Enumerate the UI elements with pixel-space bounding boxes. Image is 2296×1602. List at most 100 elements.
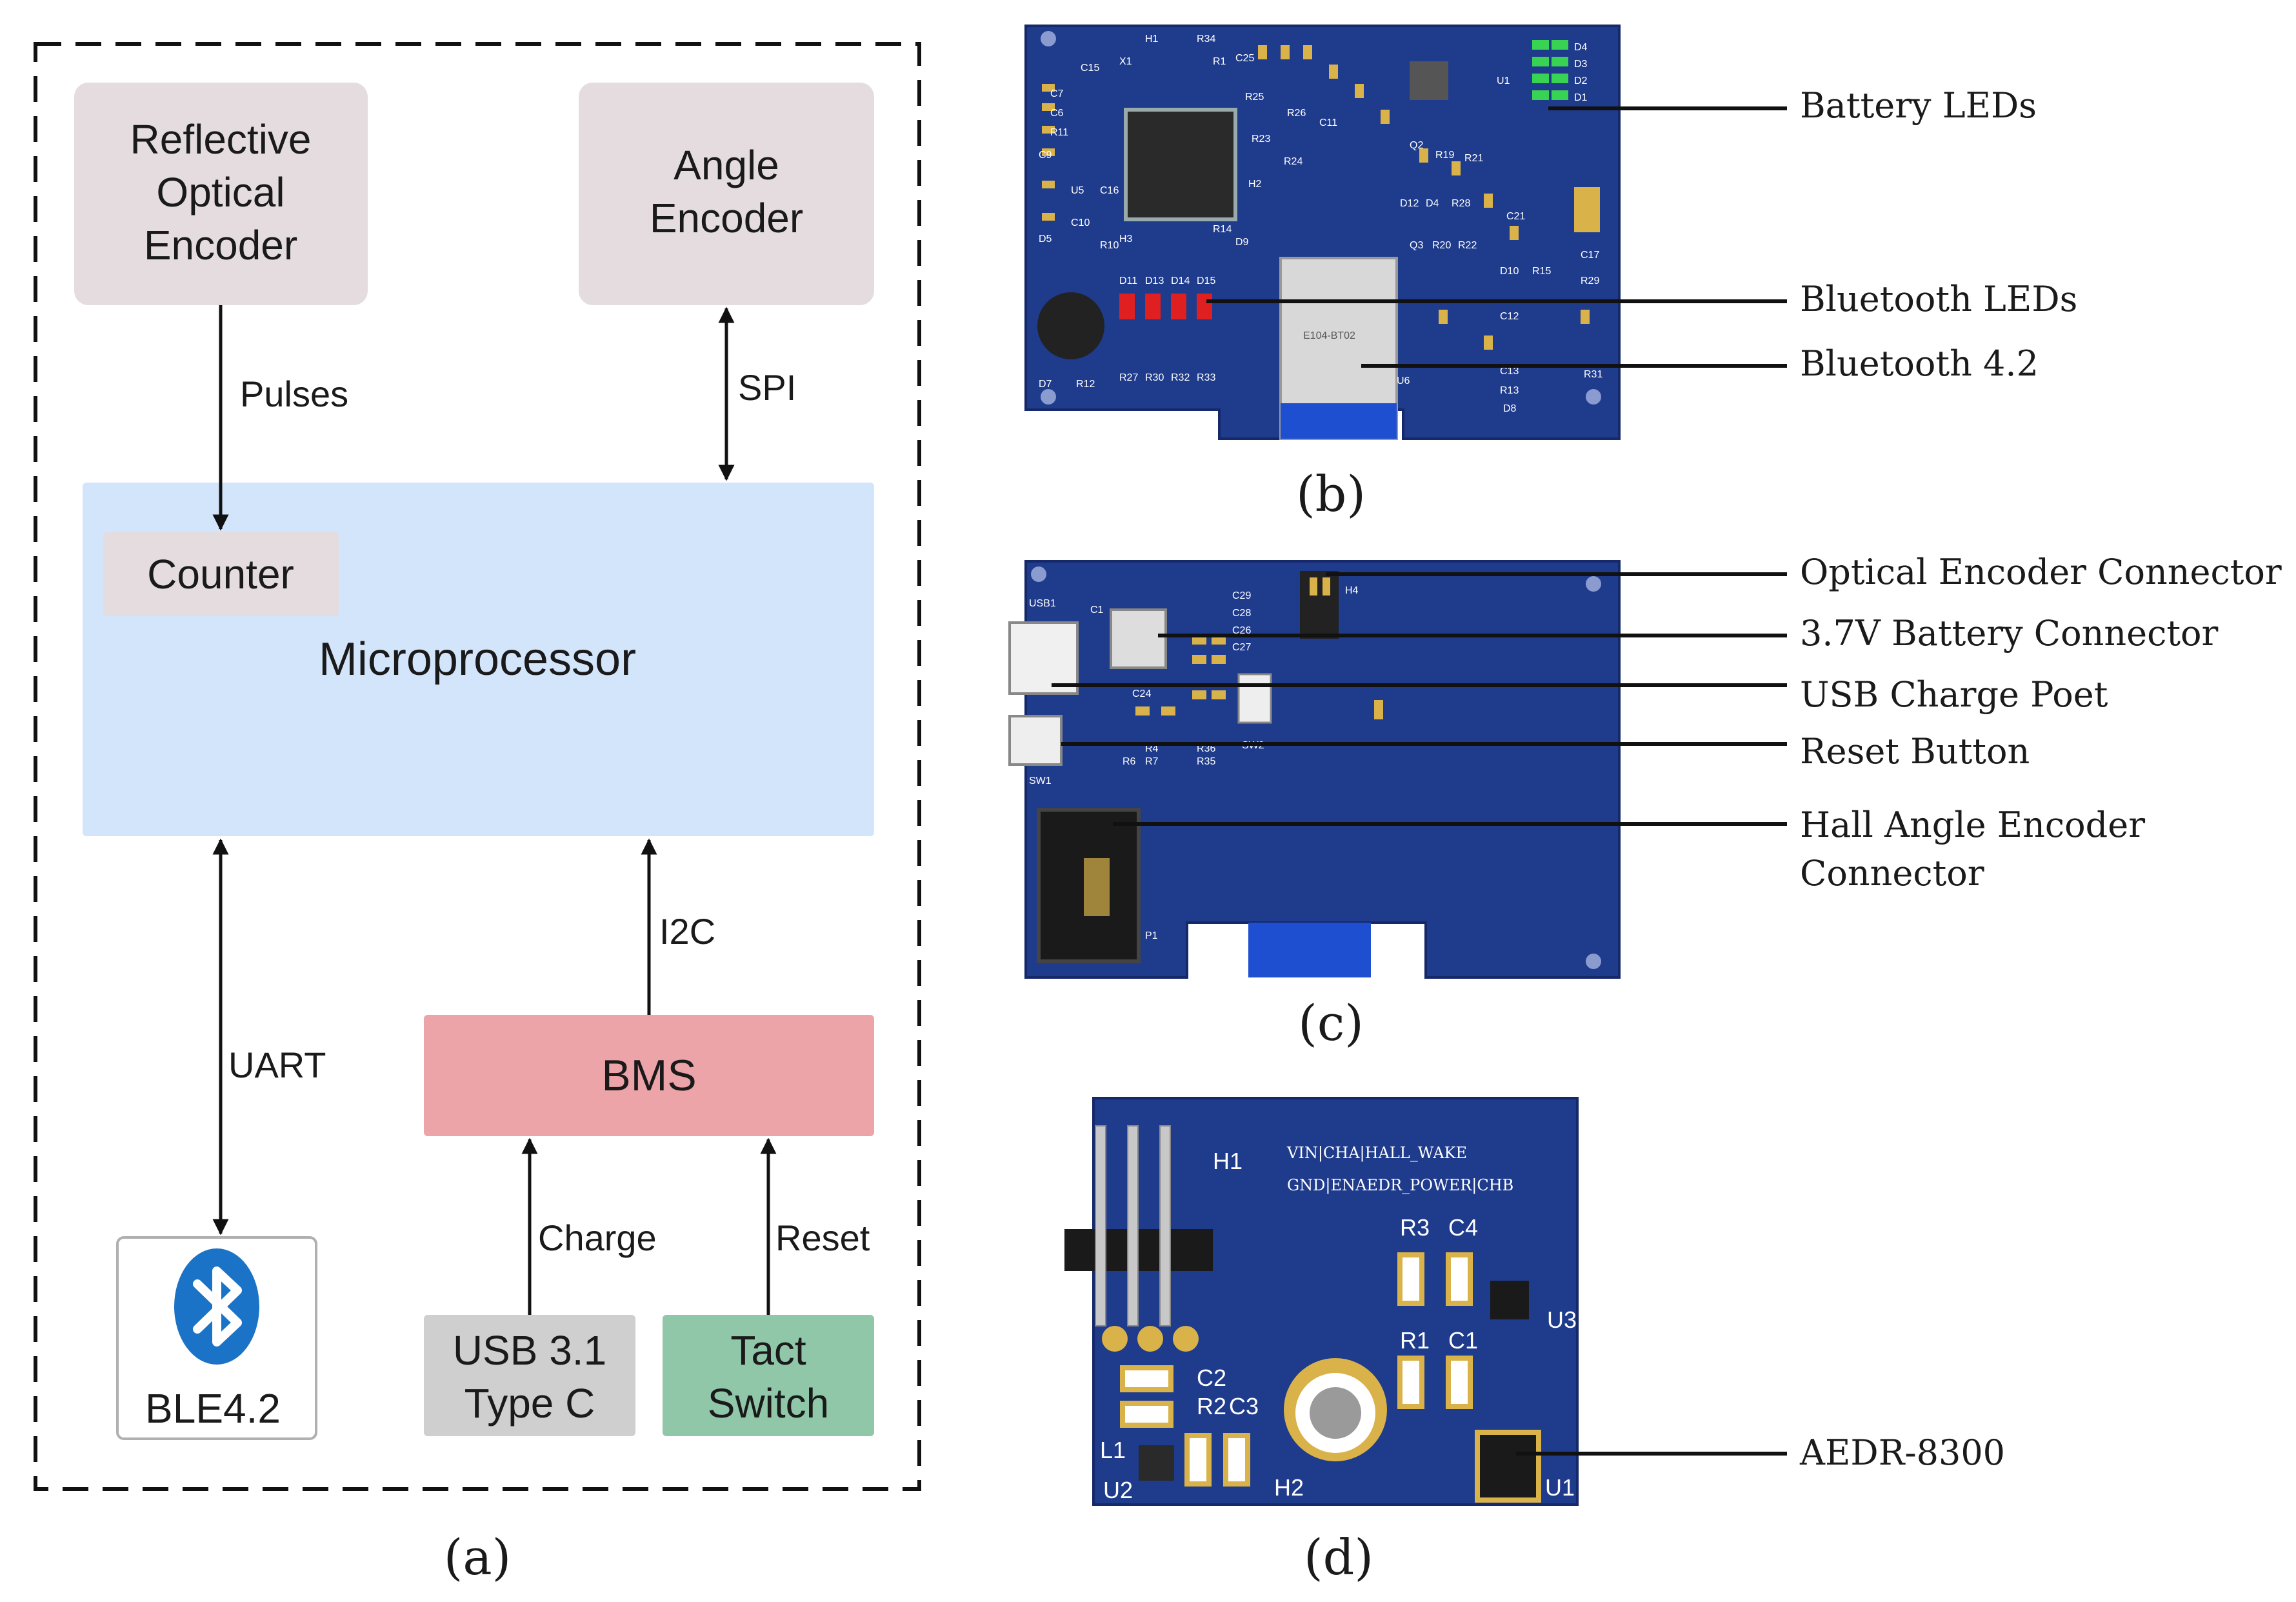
caption-a: (a) bbox=[444, 1528, 512, 1586]
silk-b-35: R28 bbox=[1452, 198, 1470, 209]
label-reset-button: Reset Button bbox=[1800, 731, 2030, 772]
silk-c-7: C24 bbox=[1132, 688, 1151, 699]
silk-b-44: C12 bbox=[1500, 311, 1519, 322]
silk-b-30: Q2 bbox=[1410, 140, 1423, 151]
pcb-c-antenna bbox=[1248, 923, 1371, 977]
silk-d-13: H2 bbox=[1274, 1474, 1304, 1501]
silk-b-52: D1 bbox=[1574, 92, 1588, 103]
silk-b-21: R32 bbox=[1171, 372, 1190, 383]
tact-switch-label-2: Switch bbox=[708, 1380, 830, 1427]
silk-b-57: H3 bbox=[1119, 234, 1133, 245]
pcb-c-optical-encoder-connector bbox=[1300, 571, 1339, 639]
microprocessor-block: Counter Microprocessor bbox=[83, 483, 874, 836]
silk-b-18: D15 bbox=[1197, 275, 1215, 286]
panel-b-leaders bbox=[1206, 106, 1787, 368]
caption-c: (c) bbox=[1298, 994, 1364, 1052]
tact-switch-block: Tact Switch bbox=[663, 1315, 874, 1436]
counter-label: Counter bbox=[147, 551, 294, 597]
silk-b-17: D14 bbox=[1171, 275, 1190, 286]
silk-d-1: VIN|CHA|HALL_WAKE bbox=[1286, 1144, 1467, 1163]
silk-b-29: H2 bbox=[1248, 179, 1262, 190]
pcb-d-aedr-chip bbox=[1475, 1430, 1541, 1503]
angle-encoder-label-1: Angle bbox=[674, 142, 779, 188]
pcb-d-components bbox=[1120, 1252, 1473, 1487]
silk-b-8: U5 bbox=[1071, 185, 1084, 196]
silk-b-20: R30 bbox=[1145, 372, 1164, 383]
silk-d-12: U2 bbox=[1103, 1477, 1133, 1503]
silk-b-39: C21 bbox=[1506, 211, 1525, 222]
pcb-b-silkscreen: H1 R34 C15 X1 C7 C6 R11 C9 U5 C16 C10 D5… bbox=[1039, 34, 1602, 414]
silk-c-4: C26 bbox=[1232, 625, 1251, 636]
silk-b-19: R27 bbox=[1119, 372, 1138, 383]
silk-d-5: U3 bbox=[1547, 1307, 1577, 1333]
silk-b-42: C17 bbox=[1581, 250, 1599, 261]
silk-d-6: R1 bbox=[1400, 1327, 1430, 1354]
angle-encoder-box bbox=[579, 83, 874, 305]
label-aedr-8300: AEDR-8300 bbox=[1799, 1432, 2005, 1473]
silk-b-26: R24 bbox=[1284, 156, 1303, 167]
silk-b-11: D5 bbox=[1039, 234, 1052, 245]
tact-switch-label-1: Tact bbox=[730, 1327, 806, 1374]
panel-b-pcb-top: H1 R34 C15 X1 C7 C6 R11 C9 U5 C16 C10 D5… bbox=[1024, 25, 2077, 523]
label-optical-encoder-connector: Optical Encoder Connector bbox=[1800, 552, 2282, 592]
silk-b-16: D13 bbox=[1145, 275, 1164, 286]
silk-b-22: R33 bbox=[1197, 372, 1215, 383]
silk-b-41: R15 bbox=[1532, 266, 1551, 277]
label-usb-charge-port: USB Charge Poet bbox=[1800, 674, 2108, 715]
bluetooth-icon bbox=[174, 1248, 259, 1365]
silk-c-10: R6 bbox=[1123, 756, 1136, 767]
silk-d-9: R2 bbox=[1197, 1393, 1226, 1419]
label-hall-connector: Connector bbox=[1800, 853, 1984, 894]
silk-b-49: D4 bbox=[1574, 42, 1588, 53]
silk-b-13: D7 bbox=[1039, 379, 1052, 390]
pcb-d-u2-chip bbox=[1139, 1445, 1174, 1481]
silk-b-40: D10 bbox=[1500, 266, 1519, 277]
silk-b-15: D11 bbox=[1119, 275, 1137, 286]
silk-b-32: R21 bbox=[1464, 153, 1483, 164]
pcb-c-switch-2 bbox=[1237, 673, 1272, 724]
spi-label: SPI bbox=[738, 367, 796, 408]
silk-c-6: H4 bbox=[1345, 585, 1359, 596]
silk-b-59: E104-BT02 bbox=[1303, 330, 1355, 341]
system-boundary bbox=[34, 42, 921, 1491]
silk-b-36: Q3 bbox=[1410, 240, 1423, 251]
silk-b-33: D12 bbox=[1400, 198, 1419, 209]
silk-c-0: USB1 bbox=[1029, 598, 1056, 609]
silk-b-58: U6 bbox=[1397, 375, 1410, 386]
silk-b-43: R29 bbox=[1581, 275, 1599, 286]
pcb-b-pads bbox=[1042, 45, 1600, 350]
silk-b-53: U1 bbox=[1497, 75, 1510, 86]
pcb-c-usb-connector bbox=[1008, 621, 1079, 695]
connections bbox=[212, 305, 777, 1315]
tact-switch-box bbox=[663, 1315, 874, 1436]
silk-d-4: C4 bbox=[1448, 1214, 1478, 1241]
optical-encoder-label-1: Reflective bbox=[130, 116, 312, 163]
pcb-c-mount-hole-2 bbox=[1586, 576, 1601, 592]
usb-block: USB 3.1 Type C bbox=[424, 1315, 635, 1436]
label-bluetooth-leds: Bluetooth LEDs bbox=[1800, 279, 2077, 319]
silk-c-3: C28 bbox=[1232, 608, 1251, 619]
pcb-c-pads bbox=[1135, 636, 1383, 719]
panel-a-block-diagram: Reflective Optical Encoder Angle Encoder… bbox=[34, 42, 921, 1586]
silk-b-1: R34 bbox=[1197, 34, 1215, 45]
silk-c-1: C1 bbox=[1090, 605, 1104, 616]
bms-label: BMS bbox=[601, 1051, 696, 1100]
silk-b-9: C16 bbox=[1100, 185, 1119, 196]
silk-b-12: R10 bbox=[1100, 240, 1119, 251]
silk-b-10: C10 bbox=[1071, 217, 1090, 228]
pcb-b-battery-leds bbox=[1532, 40, 1568, 100]
silk-b-23: C25 bbox=[1235, 53, 1254, 64]
microprocessor-label: Microprocessor bbox=[319, 634, 636, 685]
usb-label-2: Type C bbox=[464, 1380, 595, 1427]
counter-box bbox=[103, 532, 339, 616]
silk-b-34: D4 bbox=[1426, 198, 1439, 209]
pcb-c-battery-connector bbox=[1110, 608, 1167, 669]
pcb-b-mount-hole-1 bbox=[1041, 31, 1056, 46]
angle-encoder-label-2: Encoder bbox=[650, 195, 803, 241]
silk-c-2: C29 bbox=[1232, 590, 1251, 601]
optical-encoder-box bbox=[74, 83, 368, 305]
silk-b-4: C7 bbox=[1050, 88, 1064, 99]
silk-b-47: D8 bbox=[1503, 403, 1517, 414]
pcb-d-silkscreen: H1 VIN|CHA|HALL_WAKE GND|ENAEDR_POWER|CH… bbox=[1100, 1144, 1577, 1503]
silk-b-51: D2 bbox=[1574, 75, 1588, 86]
